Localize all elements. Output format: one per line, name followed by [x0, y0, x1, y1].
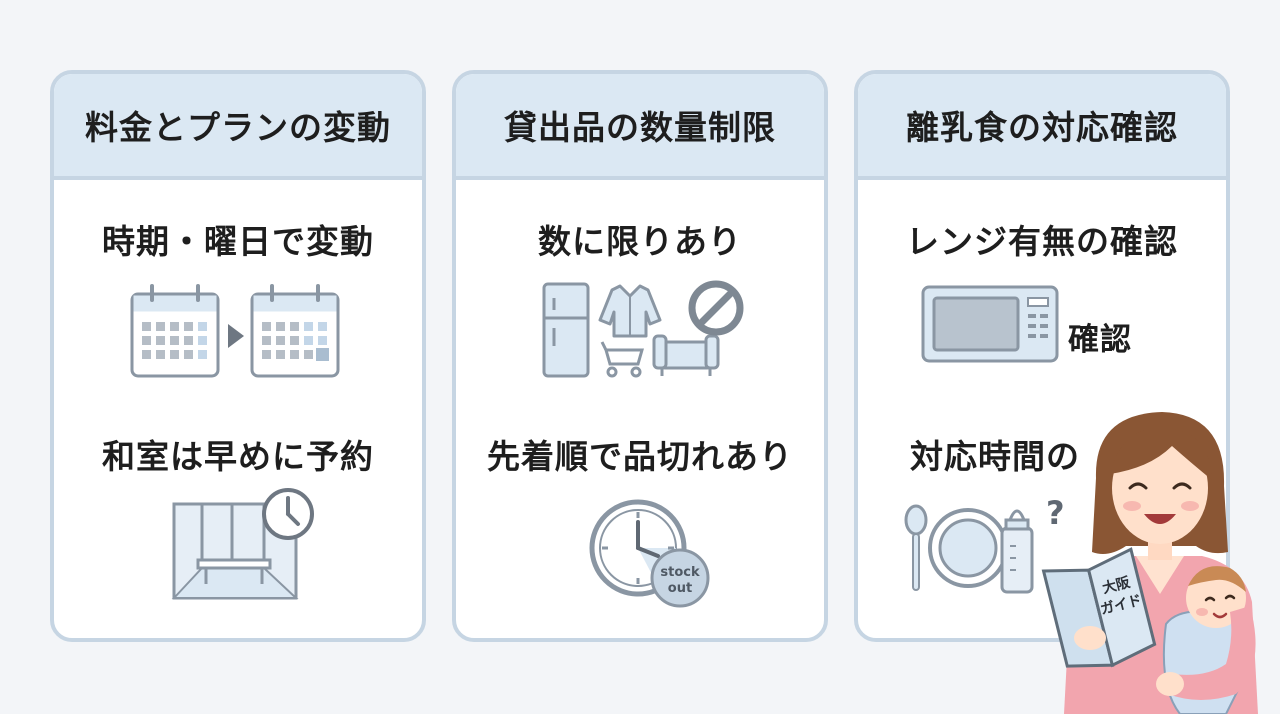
tatami-room-clock-icon	[171, 488, 314, 600]
item-label: 和室は早めに予約	[102, 437, 374, 476]
card-title: 料金とプランの変動	[54, 74, 422, 180]
microwave-icon	[921, 285, 1059, 363]
stock-out-badge: out	[668, 581, 692, 596]
baby-tableware-question-icon: ?	[904, 498, 1065, 594]
mother-with-baby-illustration: 大阪 ガイド	[1041, 412, 1258, 714]
clock-stock-out-icon: stock out	[589, 499, 710, 608]
item-label: 時期・曜日で変動	[102, 222, 374, 261]
calendar-change-icon	[130, 284, 340, 378]
card-title: 貸出品の数量制限	[456, 74, 824, 180]
card-title: 離乳食の対応確認	[858, 74, 1226, 180]
item-label: 先着順で品切れあり	[487, 437, 793, 476]
confirm-text: 確認	[1068, 322, 1132, 358]
card-rental-limit: 貸出品の数量制限 数に限りあり 先着順で品切れあり stock out	[452, 70, 828, 642]
question-mark-icon: ?	[1046, 498, 1065, 532]
card-pricing-plan: 料金とプランの変動 時期・曜日で変動 和室は早めに予約	[50, 70, 426, 642]
rental-items-prohibited-icon	[542, 280, 744, 378]
item-label: 数に限りあり	[538, 222, 742, 261]
stock-out-badge: stock	[660, 565, 700, 580]
item-label: レンジ有無の確認	[906, 222, 1178, 261]
guide-book-title: 大阪	[1101, 574, 1133, 598]
item-label: 対応時間の	[910, 437, 1080, 476]
